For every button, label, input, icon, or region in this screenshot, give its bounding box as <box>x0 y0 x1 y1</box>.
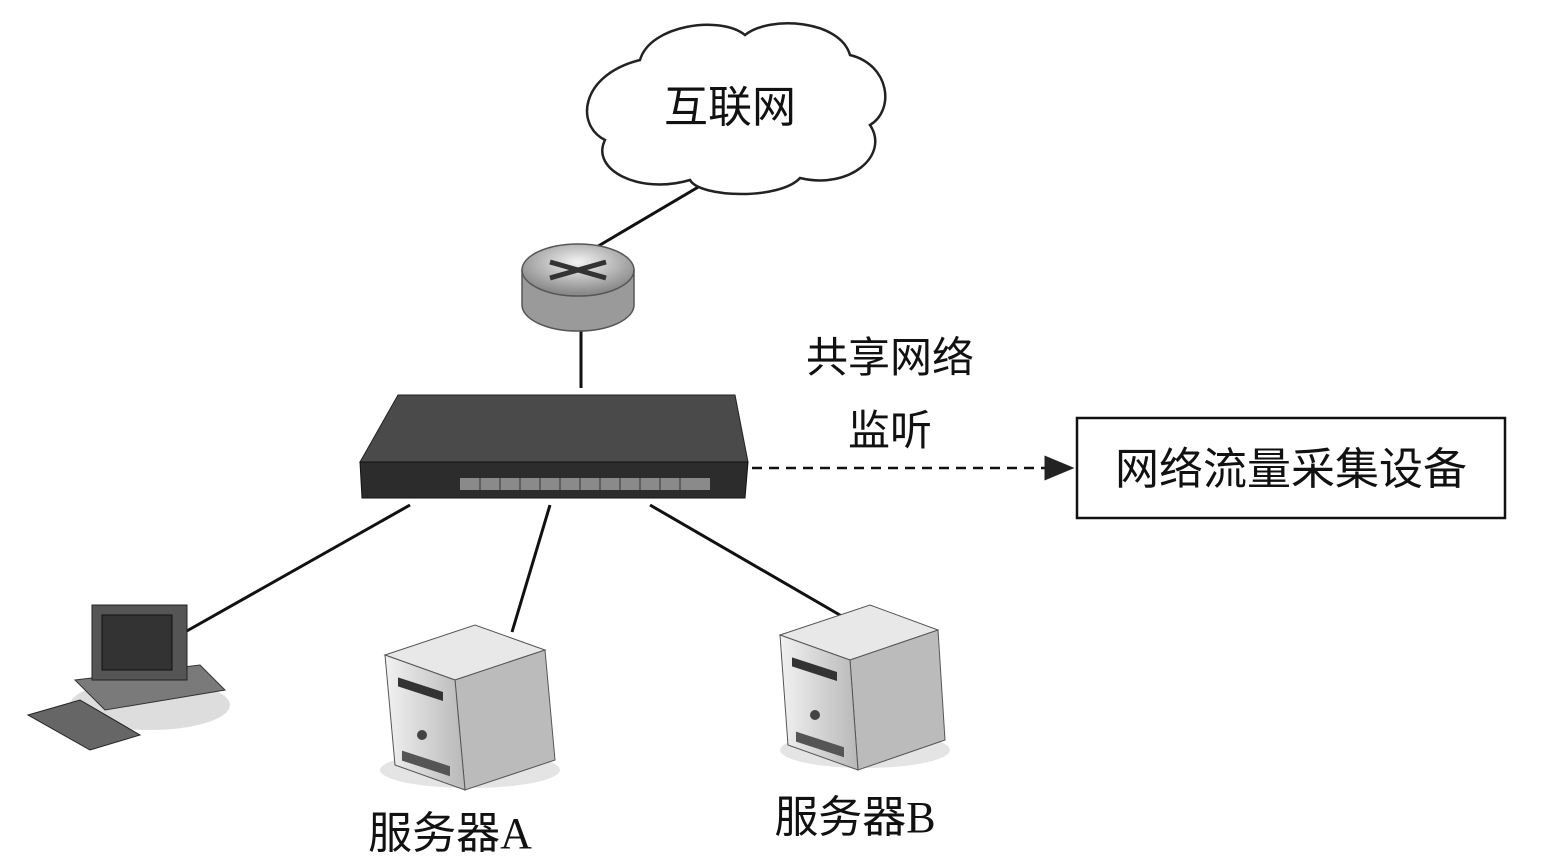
server-a-label: 服务器A <box>368 809 532 858</box>
collector-label: 网络流量采集设备 <box>1115 445 1467 494</box>
cloud-icon <box>585 22 887 196</box>
router-icon <box>521 243 635 332</box>
desktop-computer-icon <box>26 604 230 751</box>
switch-icon <box>359 394 749 499</box>
collector-device-box: 网络流量采集设备 <box>1075 416 1507 520</box>
links <box>184 184 1075 634</box>
internet-label: 互联网 <box>664 83 796 132</box>
server-icon <box>778 604 946 771</box>
server-b-label: 服务器B <box>774 793 935 842</box>
link-switch-server-a <box>510 504 552 633</box>
link-switch-pc <box>184 503 411 634</box>
server-a: 服务器A <box>368 624 560 858</box>
link-switch-server-b <box>649 503 846 620</box>
link-internet-router <box>594 184 701 250</box>
mirror-label-line2: 监听 <box>848 409 932 455</box>
internet-cloud: 互联网 <box>585 22 887 196</box>
mirror-label-line1: 共享网络 <box>806 335 974 382</box>
server-icon <box>383 624 556 791</box>
server-b: 服务器B <box>774 604 950 842</box>
